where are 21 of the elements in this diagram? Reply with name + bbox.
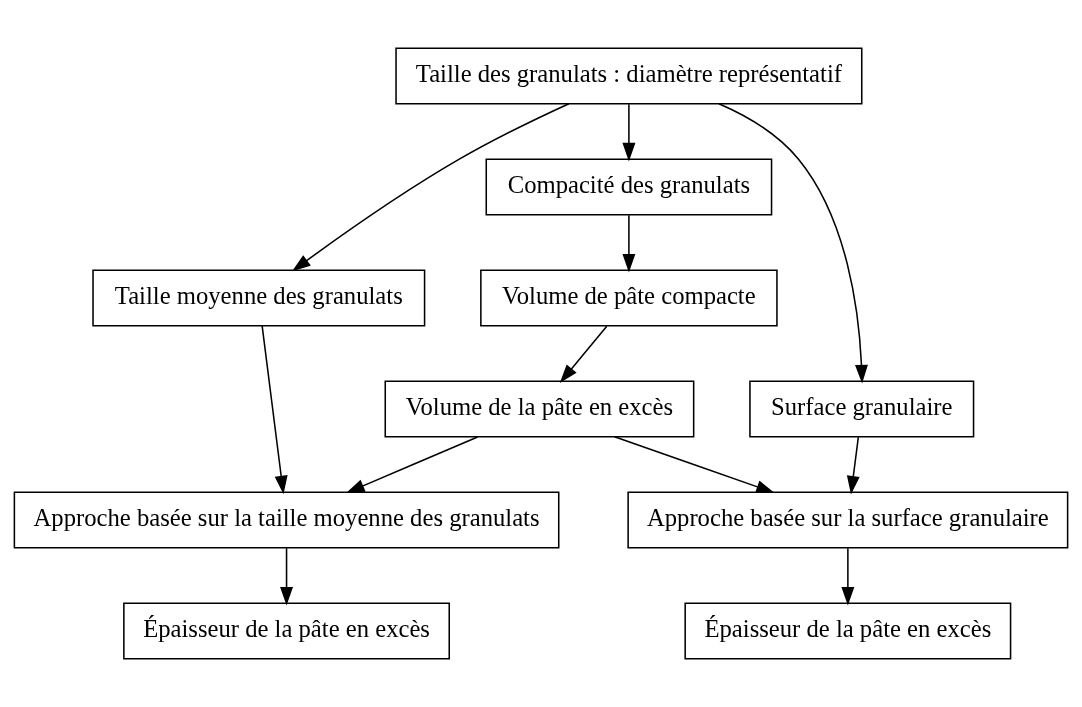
node-box: Taille moyenne des granulats bbox=[92, 269, 426, 327]
node-box: Approche basée sur la taille moyenne des granulats bbox=[13, 491, 560, 549]
node-box: Volume de pâte compacte bbox=[480, 269, 778, 327]
arrow bbox=[841, 547, 855, 606]
node-box: Épaisseur de la pâte en excès bbox=[684, 602, 1012, 660]
arrow bbox=[718, 102, 868, 384]
arrow bbox=[292, 102, 570, 272]
node-box: Épaisseur de la pâte en excès bbox=[123, 602, 450, 660]
arrow bbox=[261, 325, 288, 495]
arrow bbox=[613, 436, 775, 493]
arrow bbox=[622, 214, 636, 273]
arrow bbox=[346, 436, 479, 494]
node-box: Surface granulaire bbox=[749, 380, 975, 438]
arrow bbox=[559, 325, 608, 383]
arrow bbox=[846, 436, 860, 495]
node-box: Approche basée sur la surface granulaire bbox=[627, 491, 1069, 549]
arrow bbox=[280, 547, 294, 606]
node-box: Taille des granulats : diamètre représentatif bbox=[395, 47, 863, 105]
arrow bbox=[622, 103, 636, 162]
node-box: Compacité des granulats bbox=[485, 158, 773, 216]
node-box: Volume de la pâte en excès bbox=[384, 380, 695, 438]
